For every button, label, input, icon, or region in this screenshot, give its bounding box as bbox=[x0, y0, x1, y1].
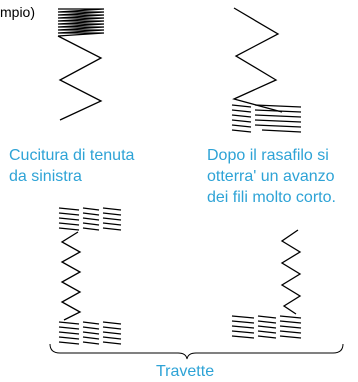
caption-bracket: Travette bbox=[156, 363, 215, 380]
bartack-cut-top-right bbox=[231, 104, 302, 133]
cropped-note-text: mpio) bbox=[0, 4, 36, 20]
zigzag-bottom-right bbox=[280, 229, 302, 315]
zigzag-top-right bbox=[232, 7, 283, 113]
bracket bbox=[49, 343, 344, 360]
zigzag-top-left bbox=[57, 35, 103, 121]
bartack-dense-top-left bbox=[57, 8, 105, 37]
caption-right-line-1: Dopo il rasafilo si bbox=[207, 147, 329, 164]
caption-right-line-3: dei fili molto corto. bbox=[207, 189, 336, 206]
caption-right-line-2: otterra' un avanzo bbox=[207, 168, 335, 185]
caption-left-line-1: Cucitura di tenuta bbox=[9, 147, 135, 164]
caption-left: Cucitura di tenuta da sinistra bbox=[9, 145, 134, 187]
caption-right: Dopo il rasafilo si otterra' un avanzo d… bbox=[207, 145, 336, 208]
caption-left-line-2: da sinistra bbox=[9, 168, 82, 185]
bartack-bottom-right bbox=[231, 315, 302, 339]
bartack-bottom-left-top bbox=[58, 207, 122, 231]
zigzag-bottom-left bbox=[60, 231, 82, 321]
bartack-bottom-left-bottom bbox=[58, 321, 122, 345]
